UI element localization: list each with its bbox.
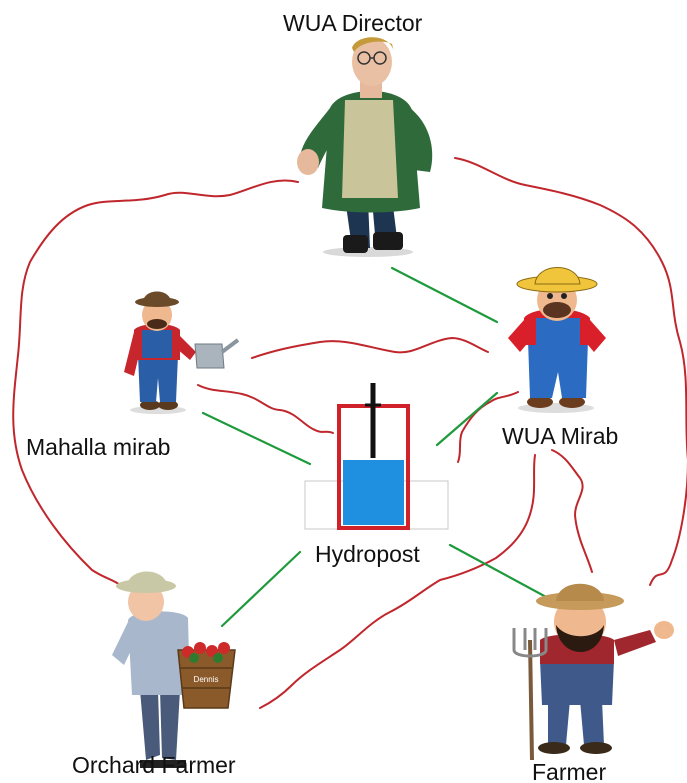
informal-links — [12, 157, 687, 709]
mahalla-mirab-illustration — [124, 291, 240, 414]
link-mahalla-mirab-hydropost-formal — [201, 411, 312, 466]
link-mahalla-mirab-hydropost — [197, 384, 334, 434]
link-director-farmer — [454, 157, 687, 586]
orchard-farmer-illustration: Dennis — [112, 571, 236, 768]
wua-director-illustration — [297, 37, 433, 257]
link-director-wua-mirab — [390, 266, 499, 324]
link-hydropost-orchard-farmer — [220, 550, 302, 628]
farmer-illustration — [512, 583, 674, 761]
link-mahalla-mirab-wua-mirab — [251, 336, 489, 359]
wua-mirab-illustration — [508, 267, 606, 413]
link-wua-mirab-hydropost-formal — [435, 391, 499, 447]
hydropost-icon — [304, 383, 449, 530]
basket-tag-text: Dennis — [194, 675, 219, 684]
orchard-farmer-label: Orchard Farmer — [72, 752, 236, 778]
mahalla-mirab-label: Mahalla mirab — [26, 434, 171, 460]
link-wua-mirab-orchard-farmer — [259, 454, 536, 709]
wua-mirab-label: WUA Mirab — [502, 423, 619, 449]
link-wua-mirab-hydropost — [457, 391, 519, 463]
link-director-orchard-farmer — [12, 179, 299, 586]
formal-links — [201, 266, 550, 628]
wua-director-label: WUA Director — [283, 10, 423, 36]
hydropost-label: Hydropost — [315, 541, 420, 567]
link-hydropost-farmer — [448, 543, 550, 600]
farmer-label: Farmer — [532, 759, 607, 783]
link-wua-mirab-farmer — [551, 449, 593, 573]
